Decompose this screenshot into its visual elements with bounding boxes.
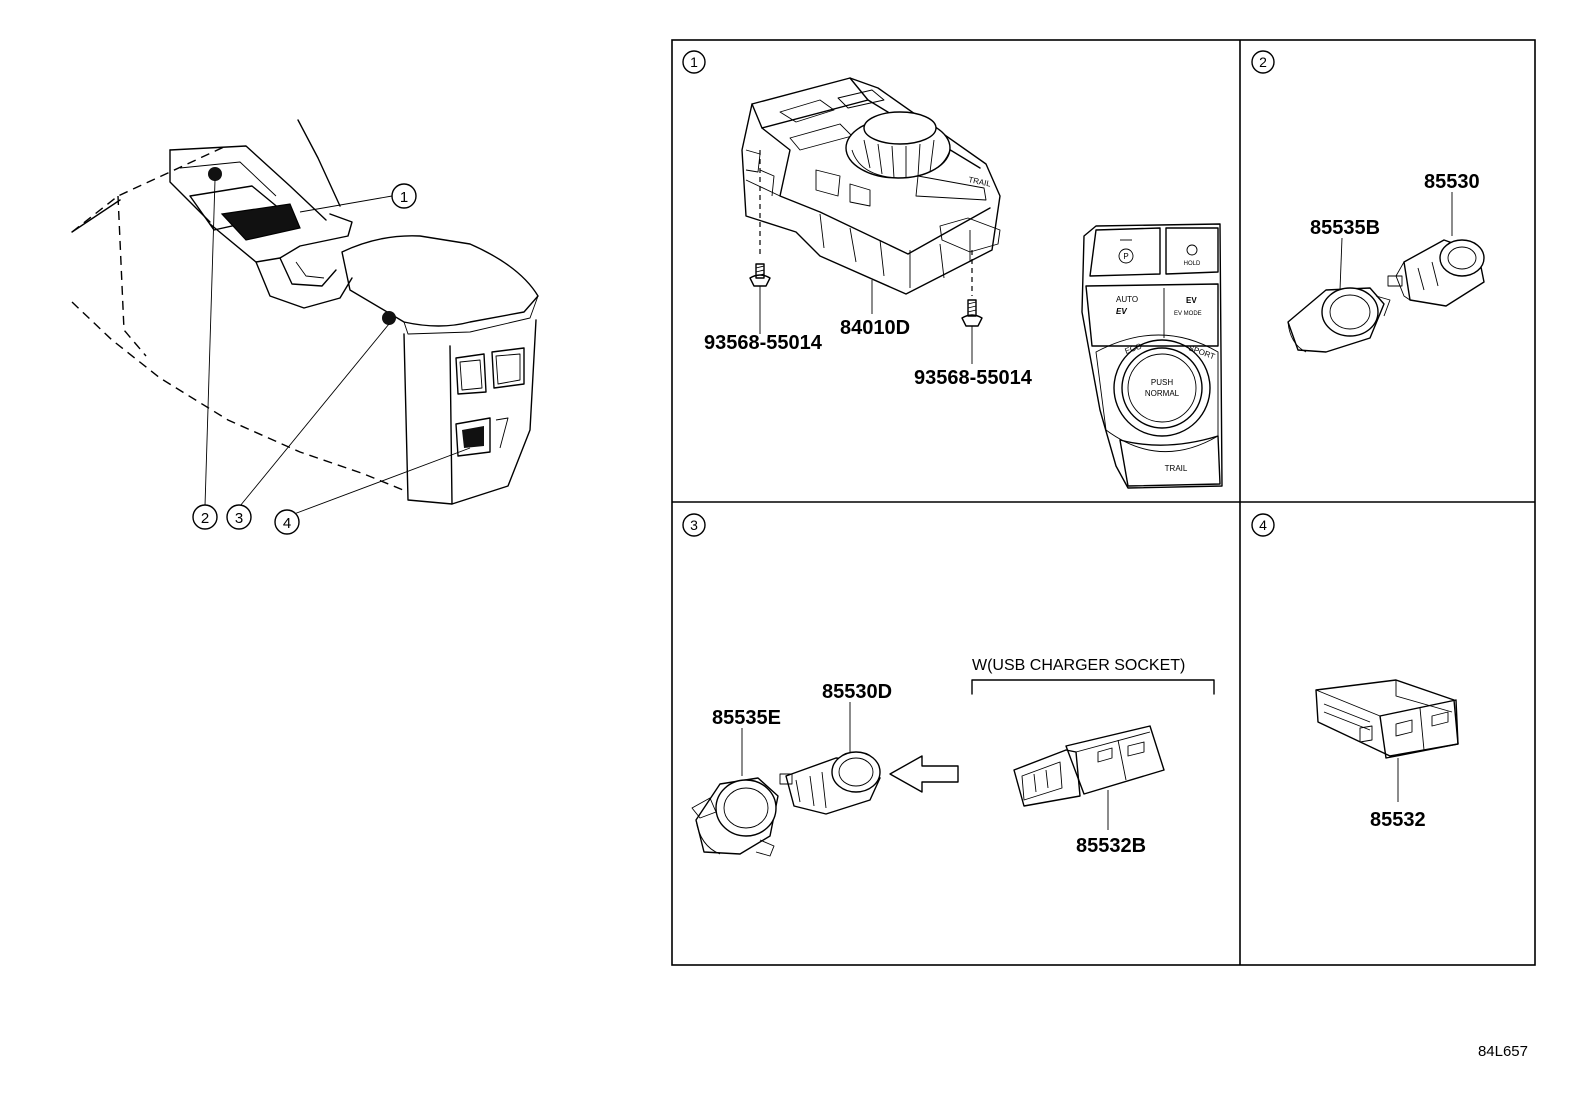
svg-text:2: 2 <box>201 510 209 527</box>
svg-text:PUSH: PUSH <box>1151 378 1173 387</box>
svg-text:EV MODE: EV MODE <box>1174 311 1202 317</box>
panel-3: 3 W(USB CHARGER SOCKET) 85530D 85535E 85… <box>682 513 1215 857</box>
drive-mode-switch-assembly[interactable]: TRAIL <box>741 77 1001 295</box>
svg-text:1: 1 <box>690 54 698 70</box>
overview-callout-2[interactable]: 2 <box>192 504 218 530</box>
socket-cover-85535B[interactable] <box>1287 287 1391 353</box>
condition-label: W(USB CHARGER SOCKET) <box>972 657 1185 674</box>
part-number-socket[interactable]: 85530 <box>1424 171 1480 193</box>
power-socket-85530[interactable] <box>1387 239 1485 307</box>
diagram-code: 84L657 <box>1478 1043 1528 1060</box>
part-number-usb[interactable]: 85532 <box>1370 809 1426 831</box>
svg-text:TRAIL: TRAIL <box>1165 464 1188 473</box>
park-button-icon: P <box>1118 239 1134 264</box>
part-number-screw-right[interactable]: 93568-55014 <box>914 367 1033 389</box>
svg-text:AUTO: AUTO <box>1116 295 1138 304</box>
svg-text:P: P <box>1123 252 1128 261</box>
hold-button-icon: HOLD <box>1184 244 1201 267</box>
screw-left[interactable] <box>749 150 771 334</box>
switch-face-view: P HOLD AUTO EV EV EV MODE ECO SPORT PUSH… <box>1081 223 1223 489</box>
part-number-socket-d[interactable]: 85530D <box>822 681 892 703</box>
part-number-usb-b[interactable]: 85532B <box>1076 835 1146 857</box>
panel-grid <box>671 39 1536 966</box>
socket-cover-85535E[interactable] <box>691 777 779 857</box>
svg-text:EV: EV <box>1186 296 1197 305</box>
screw-right[interactable] <box>961 250 983 364</box>
usb-charger-85532B[interactable] <box>1013 725 1165 807</box>
overview-callout-4[interactable]: 4 <box>274 509 300 535</box>
svg-text:HOLD: HOLD <box>1184 261 1201 267</box>
svg-text:3: 3 <box>690 517 698 533</box>
usb-charger-85532[interactable] <box>1315 679 1459 759</box>
svg-text:1: 1 <box>400 189 408 206</box>
panel-2: 2 85530 85535B <box>1251 50 1485 353</box>
svg-text:4: 4 <box>1259 517 1267 533</box>
part-number-switch[interactable]: 84010D <box>840 317 910 339</box>
svg-text:EV: EV <box>1116 307 1127 316</box>
power-socket-85530D[interactable] <box>779 751 881 815</box>
svg-text:4: 4 <box>283 515 291 532</box>
panel-4-number: 4 <box>1251 513 1275 537</box>
svg-text:TRAIL: TRAIL <box>968 175 993 189</box>
svg-text:NORMAL: NORMAL <box>1145 389 1180 398</box>
part-number-screw-left[interactable]: 93568-55014 <box>704 332 823 354</box>
panel-2-number: 2 <box>1251 50 1275 74</box>
part-number-cover[interactable]: 85535B <box>1310 217 1380 239</box>
overview-callout-1[interactable]: 1 <box>391 183 417 209</box>
console-overview: 1 2 3 4 <box>71 119 539 535</box>
part-number-cover-e[interactable]: 85535E <box>712 707 781 729</box>
panel-1-number: 1 <box>682 50 706 74</box>
svg-text:2: 2 <box>1259 54 1267 70</box>
panel-3-number: 3 <box>682 513 706 537</box>
panel-4: 4 85532 <box>1251 513 1459 831</box>
svg-text:3: 3 <box>235 510 243 527</box>
overview-callout-3[interactable]: 3 <box>226 504 252 530</box>
arrow-left-icon <box>889 755 959 793</box>
panel-1: 1 TRAIL <box>682 50 1223 489</box>
